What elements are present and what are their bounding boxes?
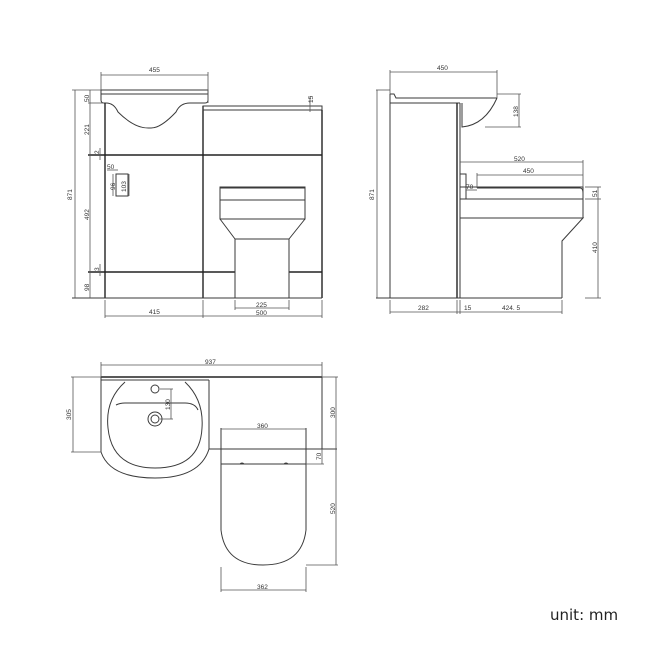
dim-cistern-offset: 70 (466, 184, 474, 191)
dim-total-width: 937 (205, 359, 216, 366)
dim-top-basin-depth: 305 (66, 409, 73, 420)
side-view: 450 138 871 520 450 70 51 410 282 15 424… (369, 65, 601, 314)
dim-pan-projection: 520 (514, 156, 525, 163)
dim-pan-length: 520 (330, 503, 337, 514)
dim-rim-height: 50 (84, 94, 91, 102)
dim-basin-drop: 138 (513, 106, 520, 117)
dim-tap-to-waste: 130 (165, 399, 172, 410)
dim-pan-base: 225 (256, 302, 267, 309)
dim-top-unit-depth: 300 (330, 407, 337, 418)
dim-pan-height: 410 (592, 242, 599, 253)
dim-seat-height: 51 (592, 189, 599, 197)
dim-door-height: 492 (84, 209, 91, 220)
dim-pan-width-top: 360 (257, 423, 268, 430)
unit-label: unit: mm (550, 606, 619, 624)
dim-seat-length: 450 (523, 168, 534, 175)
dim-side-total-height: 871 (369, 189, 376, 200)
dim-plinth-height: 98 (84, 283, 91, 291)
dim-total-height: 871 (67, 189, 74, 200)
dim-gap-bottom: 3 (94, 267, 101, 271)
dim-unit-depth: 282 (418, 305, 429, 312)
dim-vanity-width: 415 (149, 309, 160, 316)
front-view: 455 50 15 221 2 871 492 3 98 50 96 103 4… (67, 67, 323, 318)
dim-pan-width-bottom: 362 (257, 584, 268, 591)
dim-handle-offset: 50 (107, 164, 115, 171)
dim-basin-width: 455 (149, 67, 160, 74)
dim-pan-offset: 70 (316, 452, 323, 460)
dim-bowl-height: 221 (84, 124, 91, 135)
dim-handle-inner: 96 (110, 182, 117, 190)
dim-gap: 15 (464, 305, 472, 312)
dim-gap-top: 2 (94, 150, 101, 154)
dim-pan-depth: 424. 5 (502, 305, 520, 312)
dim-handle-outer: 103 (121, 181, 128, 192)
top-view: 937 305 300 130 360 70 520 362 (66, 359, 338, 592)
dim-top-thickness: 15 (308, 95, 315, 103)
dim-basin-depth: 450 (437, 65, 448, 72)
dim-toilet-unit-width: 500 (256, 310, 267, 317)
